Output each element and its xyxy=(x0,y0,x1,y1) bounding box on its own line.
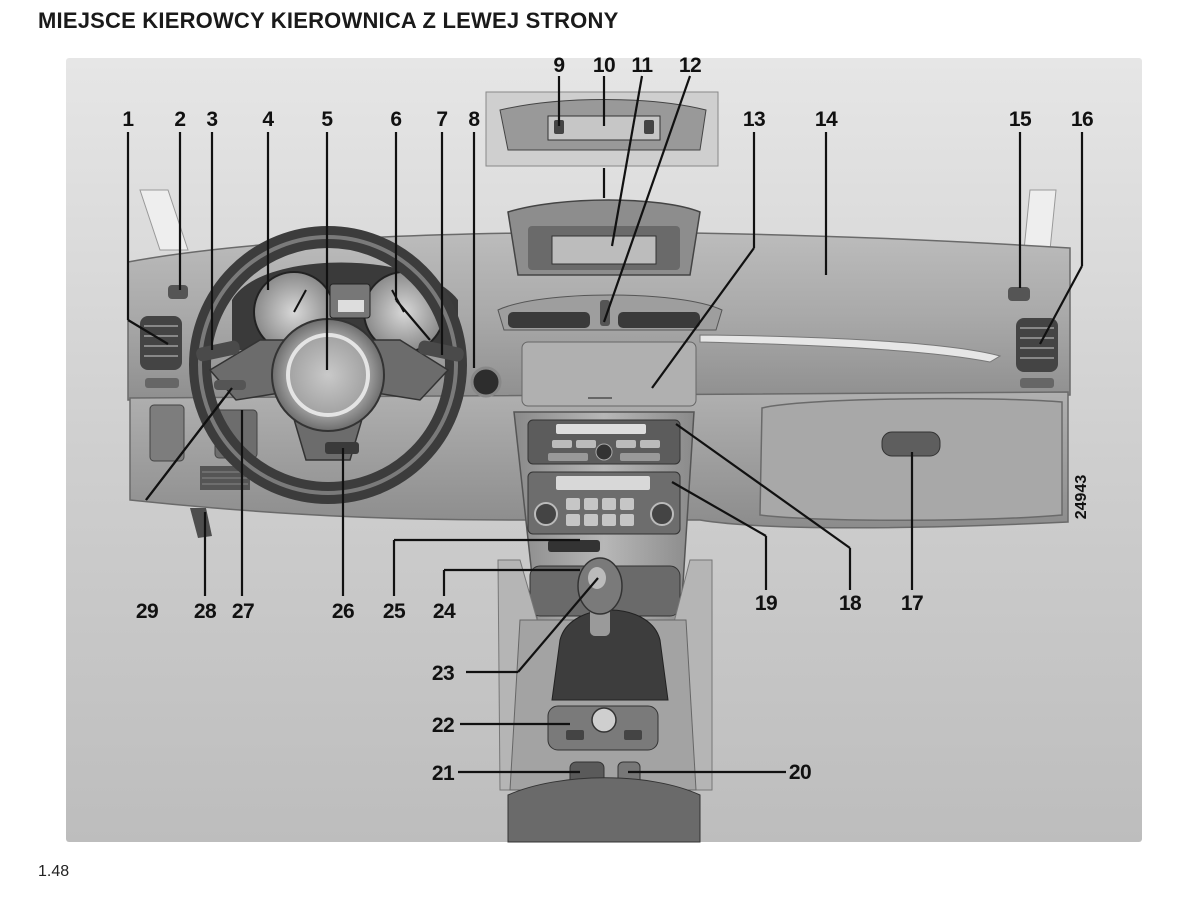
callout-7: 7 xyxy=(436,108,447,131)
right-window-vent xyxy=(1008,287,1030,301)
callout-4: 4 xyxy=(262,108,274,131)
central-storage-panel xyxy=(521,341,697,407)
callout-21: 21 xyxy=(432,762,455,785)
callout-23: 23 xyxy=(432,662,454,685)
left-side-vent xyxy=(140,316,182,370)
callout-8: 8 xyxy=(468,108,480,131)
callout-19: 19 xyxy=(755,592,777,615)
central-vents xyxy=(497,294,723,331)
callout-29: 29 xyxy=(136,600,158,623)
callout-27: 27 xyxy=(232,600,254,623)
right-side-vent xyxy=(1016,318,1058,372)
chrome-trim xyxy=(699,334,1002,363)
callout-24: 24 xyxy=(433,600,456,623)
hazard-switch-strip xyxy=(548,540,600,552)
page-number: 1.48 xyxy=(38,863,70,880)
callout-1: 1 xyxy=(122,108,134,131)
callout-25: 25 xyxy=(383,600,406,623)
callout-12: 12 xyxy=(679,54,701,77)
page-title: MIEJSCE KIEROWCY KIEROWNICA Z LEWEJ STRO… xyxy=(38,8,619,33)
left-vent-control xyxy=(145,378,179,388)
cruise-control-stalk xyxy=(214,380,246,390)
callout-14: 14 xyxy=(815,108,838,131)
climate-control-unit xyxy=(527,471,681,535)
leader-lines xyxy=(126,75,1084,774)
callout-2: 2 xyxy=(174,108,185,131)
lighting-stalk xyxy=(196,340,240,362)
headlight-adjust-switch xyxy=(149,404,185,462)
left-window-vent xyxy=(168,285,188,299)
armrest xyxy=(507,777,701,843)
callout-26: 26 xyxy=(332,600,354,623)
right-vent-control xyxy=(1020,378,1054,388)
callout-28: 28 xyxy=(194,600,217,623)
callout-16: 16 xyxy=(1071,108,1093,131)
callout-20: 20 xyxy=(789,761,811,784)
callout-9: 9 xyxy=(553,54,564,77)
callout-3: 3 xyxy=(206,108,217,131)
right-a-pillar xyxy=(1023,189,1057,251)
gear-lever xyxy=(551,557,669,701)
callout-11: 11 xyxy=(631,54,653,77)
radio-unit xyxy=(527,419,681,465)
start-stop-button xyxy=(470,366,502,398)
callout-6: 6 xyxy=(390,108,401,131)
callout-15: 15 xyxy=(1009,108,1032,131)
callout-10: 10 xyxy=(593,54,615,77)
figure-reference-code: 24943 xyxy=(1073,475,1090,520)
callout-numbers: 1 2 3 4 5 6 7 8 9 10 11 12 13 14 15 16 1… xyxy=(122,54,1093,785)
left-a-pillar xyxy=(139,189,189,251)
callout-5: 5 xyxy=(321,108,333,131)
callout-13: 13 xyxy=(743,108,765,131)
multifunction-display-hood xyxy=(507,199,701,276)
multimedia-controller xyxy=(547,705,659,751)
callout-22: 22 xyxy=(432,714,454,737)
callout-17: 17 xyxy=(901,592,923,615)
bonnet-release-lever xyxy=(190,508,212,538)
callout-18: 18 xyxy=(839,592,862,615)
